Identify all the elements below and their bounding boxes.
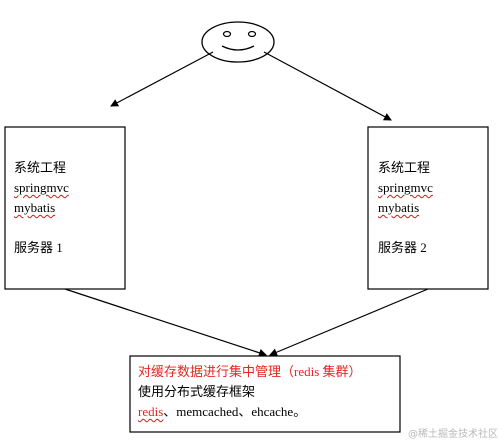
arrow-server-1-to-cache	[64, 288, 267, 357]
arrow-user-to-server-2	[263, 51, 392, 121]
cache-frameworks: 、memcached、ehcache。	[163, 404, 307, 419]
server-2-mybatis: mybatis	[378, 200, 420, 215]
server-2-label: 服务器 2	[378, 240, 427, 255]
watermark: @稀土掘金技术社区	[408, 429, 498, 440]
server-2-box	[367, 126, 489, 290]
server-2-text: 系统工程 springmvc mybatis 服务器 2	[378, 158, 433, 258]
server-1-box	[4, 126, 126, 290]
server-1-springmvc: springmvc	[14, 180, 69, 195]
cache-redis: redis	[138, 404, 164, 419]
smiley-face-icon	[201, 21, 275, 63]
server-1-text: 系统工程 springmvc mybatis 服务器 1	[14, 158, 69, 258]
server-1-label: 服务器 1	[14, 240, 63, 255]
cache-subheading: 使用分布式缓存框架	[138, 384, 256, 399]
cache-text: 对缓存数据进行集中管理（redis 集群） 使用分布式缓存框架 redis、me…	[138, 362, 362, 422]
server-2-springmvc: springmvc	[378, 180, 433, 195]
arrow-server-2-to-cache	[269, 288, 429, 356]
cache-heading: 对缓存数据进行集中管理（redis 集群）	[138, 364, 362, 379]
server-1-title: 系统工程	[14, 160, 67, 175]
server-1-mybatis: mybatis	[14, 200, 56, 215]
cache-box	[129, 355, 401, 433]
arrow-user-to-server-1	[110, 51, 214, 107]
server-2-title: 系统工程	[378, 160, 431, 175]
